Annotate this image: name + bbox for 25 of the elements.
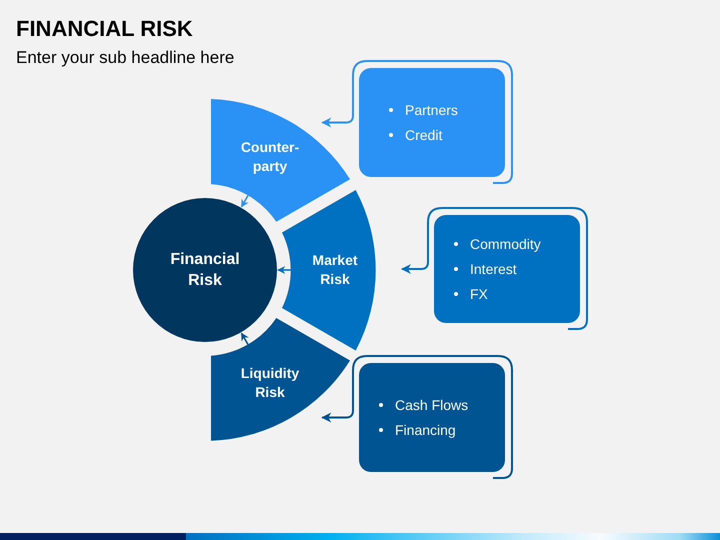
list-item-text: Credit	[405, 126, 442, 144]
callout-box	[359, 363, 505, 472]
subtitle: Enter your sub headline here	[16, 48, 234, 68]
callout-box	[434, 215, 580, 323]
segment-label: Counter- party	[240, 138, 300, 176]
arrow	[240, 195, 249, 208]
title: FINANCIAL RISK	[16, 16, 193, 41]
segment-label: Market Risk	[312, 250, 358, 289]
segment-label: Liquidity Risk	[240, 364, 300, 402]
circle-label: Financial Risk	[170, 250, 240, 291]
arrow	[277, 266, 291, 274]
callout-box	[359, 68, 505, 177]
list-item-text: Financing	[395, 422, 456, 438]
ring-segment	[210, 99, 350, 222]
bracket-connector	[321, 60, 513, 184]
list-item-text: Partners	[405, 102, 458, 118]
bracket-connector	[401, 207, 588, 330]
bracket-connector	[321, 355, 513, 479]
list-item-text: Interest	[470, 260, 517, 278]
ring-segment	[210, 318, 350, 441]
ring-segment	[282, 190, 376, 350]
list-item-text: FX	[470, 286, 488, 302]
arrow	[240, 332, 249, 345]
list-item-text: Commodity	[470, 236, 541, 252]
list-item-text: Cash Flows	[395, 396, 468, 414]
